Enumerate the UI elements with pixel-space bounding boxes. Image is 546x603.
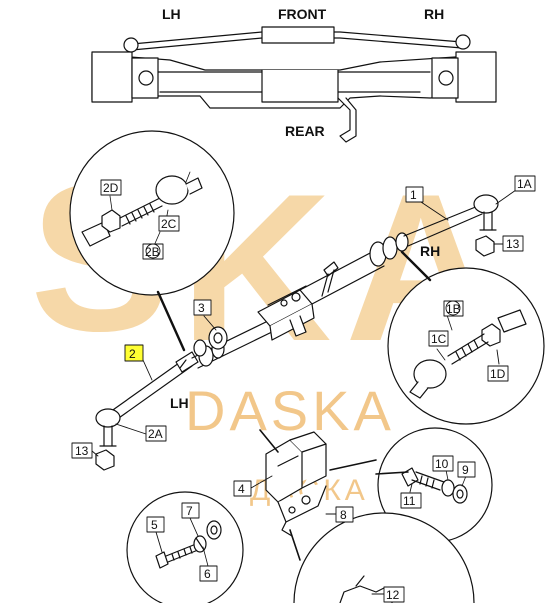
callout-box-10[interactable] <box>432 455 454 472</box>
callout-label-1b: 1B <box>446 302 461 316</box>
callout-label-8: 8 <box>340 508 347 522</box>
callout-label-3: 3 <box>198 301 205 315</box>
callout-label-2b: 2B <box>145 245 160 259</box>
detail-circle-rh <box>387 267 545 425</box>
orientation-lh: LH <box>162 6 181 22</box>
tie-rod-assembly <box>95 194 499 471</box>
callout-label-10: 10 <box>435 457 449 471</box>
callout-label-2d: 2D <box>103 181 119 195</box>
callout-box-1[interactable] <box>405 186 424 203</box>
callout-box-1a[interactable] <box>514 175 536 192</box>
callout-box-3[interactable] <box>193 299 212 316</box>
callout-label-1: 1 <box>410 188 417 202</box>
callout-label-2c: 2C <box>161 217 177 231</box>
side-label-lh: LH <box>170 395 189 411</box>
callout-label-11: 11 <box>403 494 416 508</box>
callout-box-2[interactable] <box>124 344 144 362</box>
callout-box-7[interactable] <box>181 502 200 519</box>
callout-label-1a: 1A <box>517 177 532 191</box>
callout-label-1c: 1C <box>431 332 447 346</box>
orientation-rh: RH <box>424 6 444 22</box>
callout-box-4[interactable] <box>233 480 252 497</box>
callout-box-2c[interactable] <box>158 215 180 232</box>
callout-box-13-rh[interactable] <box>502 235 524 252</box>
callout-label-1d: 1D <box>490 367 506 381</box>
callout-label-13-rh: 13 <box>506 237 520 251</box>
callout-label-9: 9 <box>462 463 469 477</box>
detail-circle-clamp-bolt <box>377 427 493 543</box>
orientation-front: FRONT <box>278 6 327 22</box>
detail-circle-lh <box>69 130 235 296</box>
side-label-rh: RH <box>420 243 440 259</box>
watermark-mid: DASKA <box>185 379 395 442</box>
callout-box-13-lh[interactable] <box>71 442 93 459</box>
callout-label-7: 7 <box>186 504 193 518</box>
bracket-detail <box>265 431 327 537</box>
callout-box-11[interactable] <box>400 492 422 509</box>
callout-box-6[interactable] <box>199 565 218 582</box>
callout-box-5[interactable] <box>146 516 165 533</box>
detail-lh-pointer <box>156 290 186 352</box>
callout-label-12: 12 <box>386 588 400 602</box>
callout-box-2d[interactable] <box>100 179 122 196</box>
callout-label-2a: 2A <box>148 427 163 441</box>
callout-label-2: 2 <box>129 347 136 361</box>
callout-box-8[interactable] <box>335 506 354 523</box>
callout-box-1c[interactable] <box>428 330 449 347</box>
orientation-rear: REAR <box>285 123 325 139</box>
callout-box-12[interactable] <box>383 586 405 603</box>
callout-box-9[interactable] <box>457 461 476 478</box>
callout-box-2a[interactable] <box>145 425 167 442</box>
detail-rh-pointer <box>400 250 432 282</box>
callout-box-1d[interactable] <box>487 365 509 382</box>
callout-label-13-lh: 13 <box>75 444 89 458</box>
callout-label-4: 4 <box>238 482 245 496</box>
callout-label-6: 6 <box>204 567 211 581</box>
callouts: 1 1A 13 1B 1C 1D 2D 2C 2B 3 <box>71 175 536 603</box>
axle-top-view: LH FRONT RH REAR <box>91 6 497 143</box>
callout-label-5: 5 <box>151 518 158 532</box>
detail-circle-partial <box>293 512 475 603</box>
